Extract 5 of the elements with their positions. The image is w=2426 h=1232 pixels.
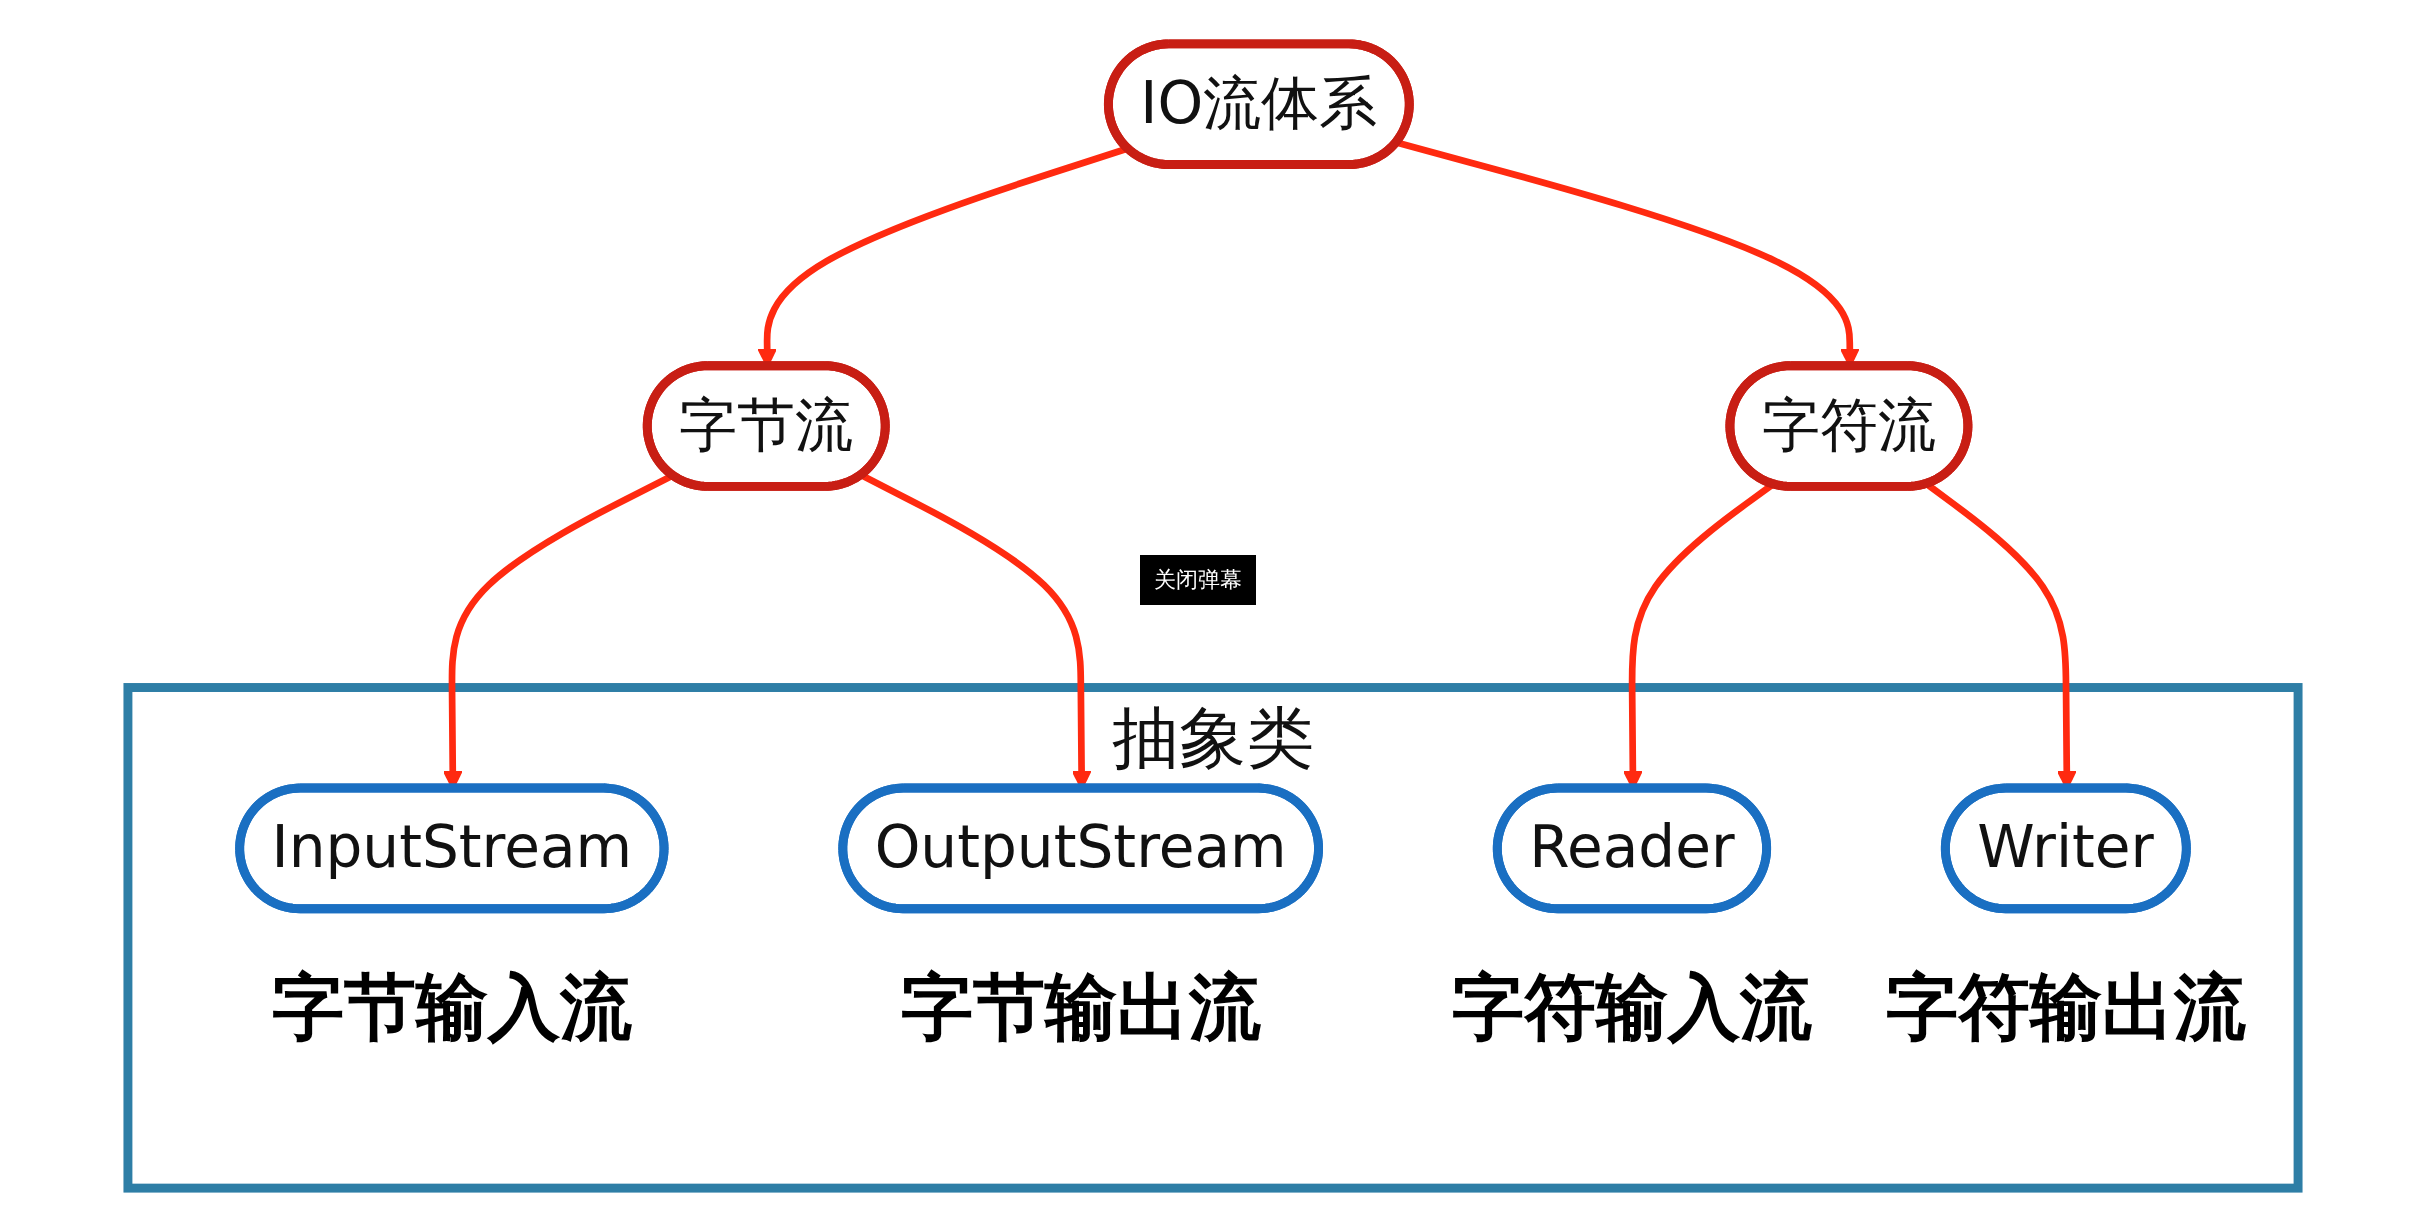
caption-text: 字节输入流 bbox=[271, 965, 632, 1049]
tooltip-label: 关闭弹幕 bbox=[1140, 555, 1256, 605]
caption-text: 字符输入流 bbox=[1451, 965, 1812, 1049]
caption-text: 字符输出流 bbox=[1885, 965, 2246, 1049]
caption-text: 字节输出流 bbox=[900, 965, 1261, 1049]
